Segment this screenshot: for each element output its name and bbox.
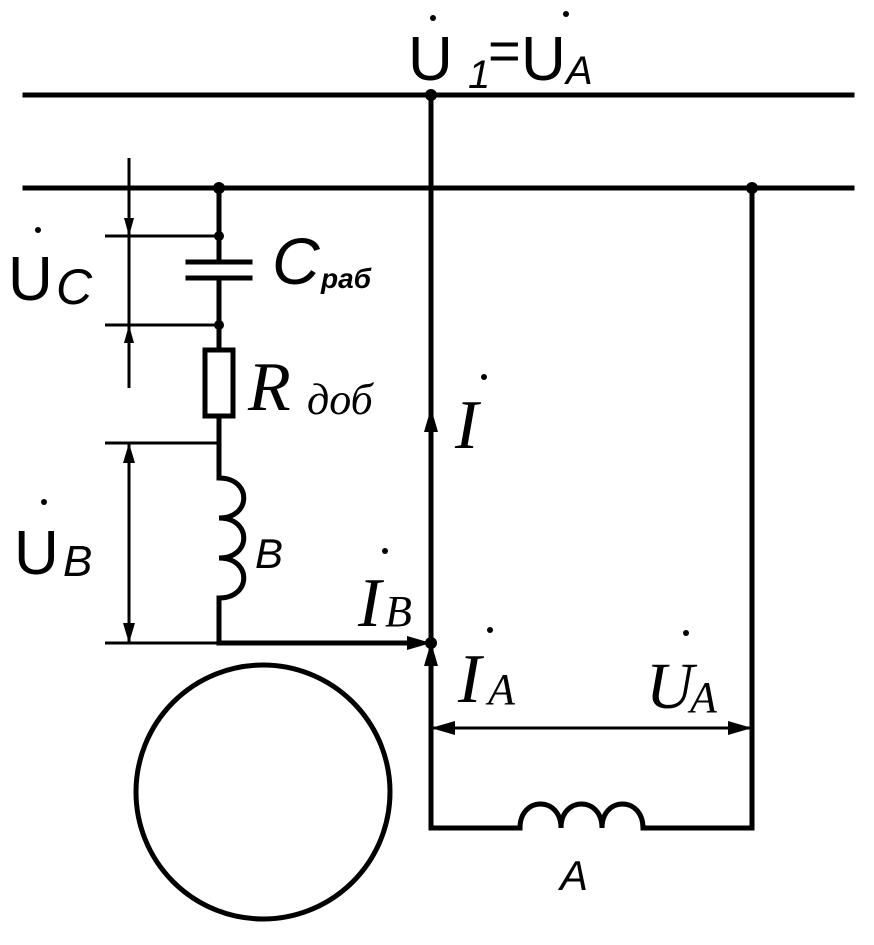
ua-top-label: U [521, 25, 566, 94]
uc-label: U [8, 245, 53, 314]
ua-right-subscript: A [687, 673, 718, 722]
uc-dot [35, 227, 41, 233]
ub-arrow-top [123, 443, 135, 463]
motor-rotor [133, 662, 393, 922]
ua-right-dot [683, 630, 689, 636]
i-dot [481, 374, 487, 380]
ib-subscript: B [385, 587, 412, 636]
ub-label: U [14, 519, 59, 588]
resistor [202, 347, 236, 419]
ua-arrow-right [728, 721, 752, 735]
coil-a [517, 801, 646, 831]
ib-label: I [357, 565, 385, 642]
i-label: I [454, 387, 482, 464]
ua-right-label: U [646, 650, 698, 723]
u1-label: U [408, 25, 453, 94]
u1-subscript: 1 [468, 53, 490, 97]
uc-arrow-top [124, 218, 134, 236]
junction-line2-left [213, 182, 225, 194]
current-ia-arrow [424, 642, 438, 666]
ub-subscript: B [63, 537, 92, 586]
ub-dot [41, 499, 47, 505]
r-subscript: доб [307, 375, 375, 424]
coil-b [216, 475, 247, 601]
ia-subscript: A [485, 665, 516, 714]
a-coil-label: A [557, 852, 588, 899]
uc-arrow-bottom [124, 325, 134, 343]
r-label: R [247, 349, 291, 426]
ia-dot [487, 627, 493, 633]
ua-top-subscript: A [564, 49, 593, 93]
ua-top-dot [563, 11, 569, 17]
c-subscript: раб [320, 263, 372, 294]
junction-line2-right [746, 182, 758, 194]
u1-dot [430, 15, 436, 21]
junction-top [425, 89, 437, 101]
ib-dot [382, 548, 388, 554]
ub-arrow-bottom [123, 623, 135, 643]
current-i-arrow [424, 408, 438, 432]
ia-label: I [457, 641, 485, 718]
c-label: C [272, 224, 321, 298]
current-ib-arrow [407, 636, 431, 650]
equals-sign: = [488, 19, 521, 82]
ua-arrow-left [431, 721, 455, 735]
uc-subscript: C [56, 259, 93, 315]
b-coil-label: B [255, 530, 283, 577]
